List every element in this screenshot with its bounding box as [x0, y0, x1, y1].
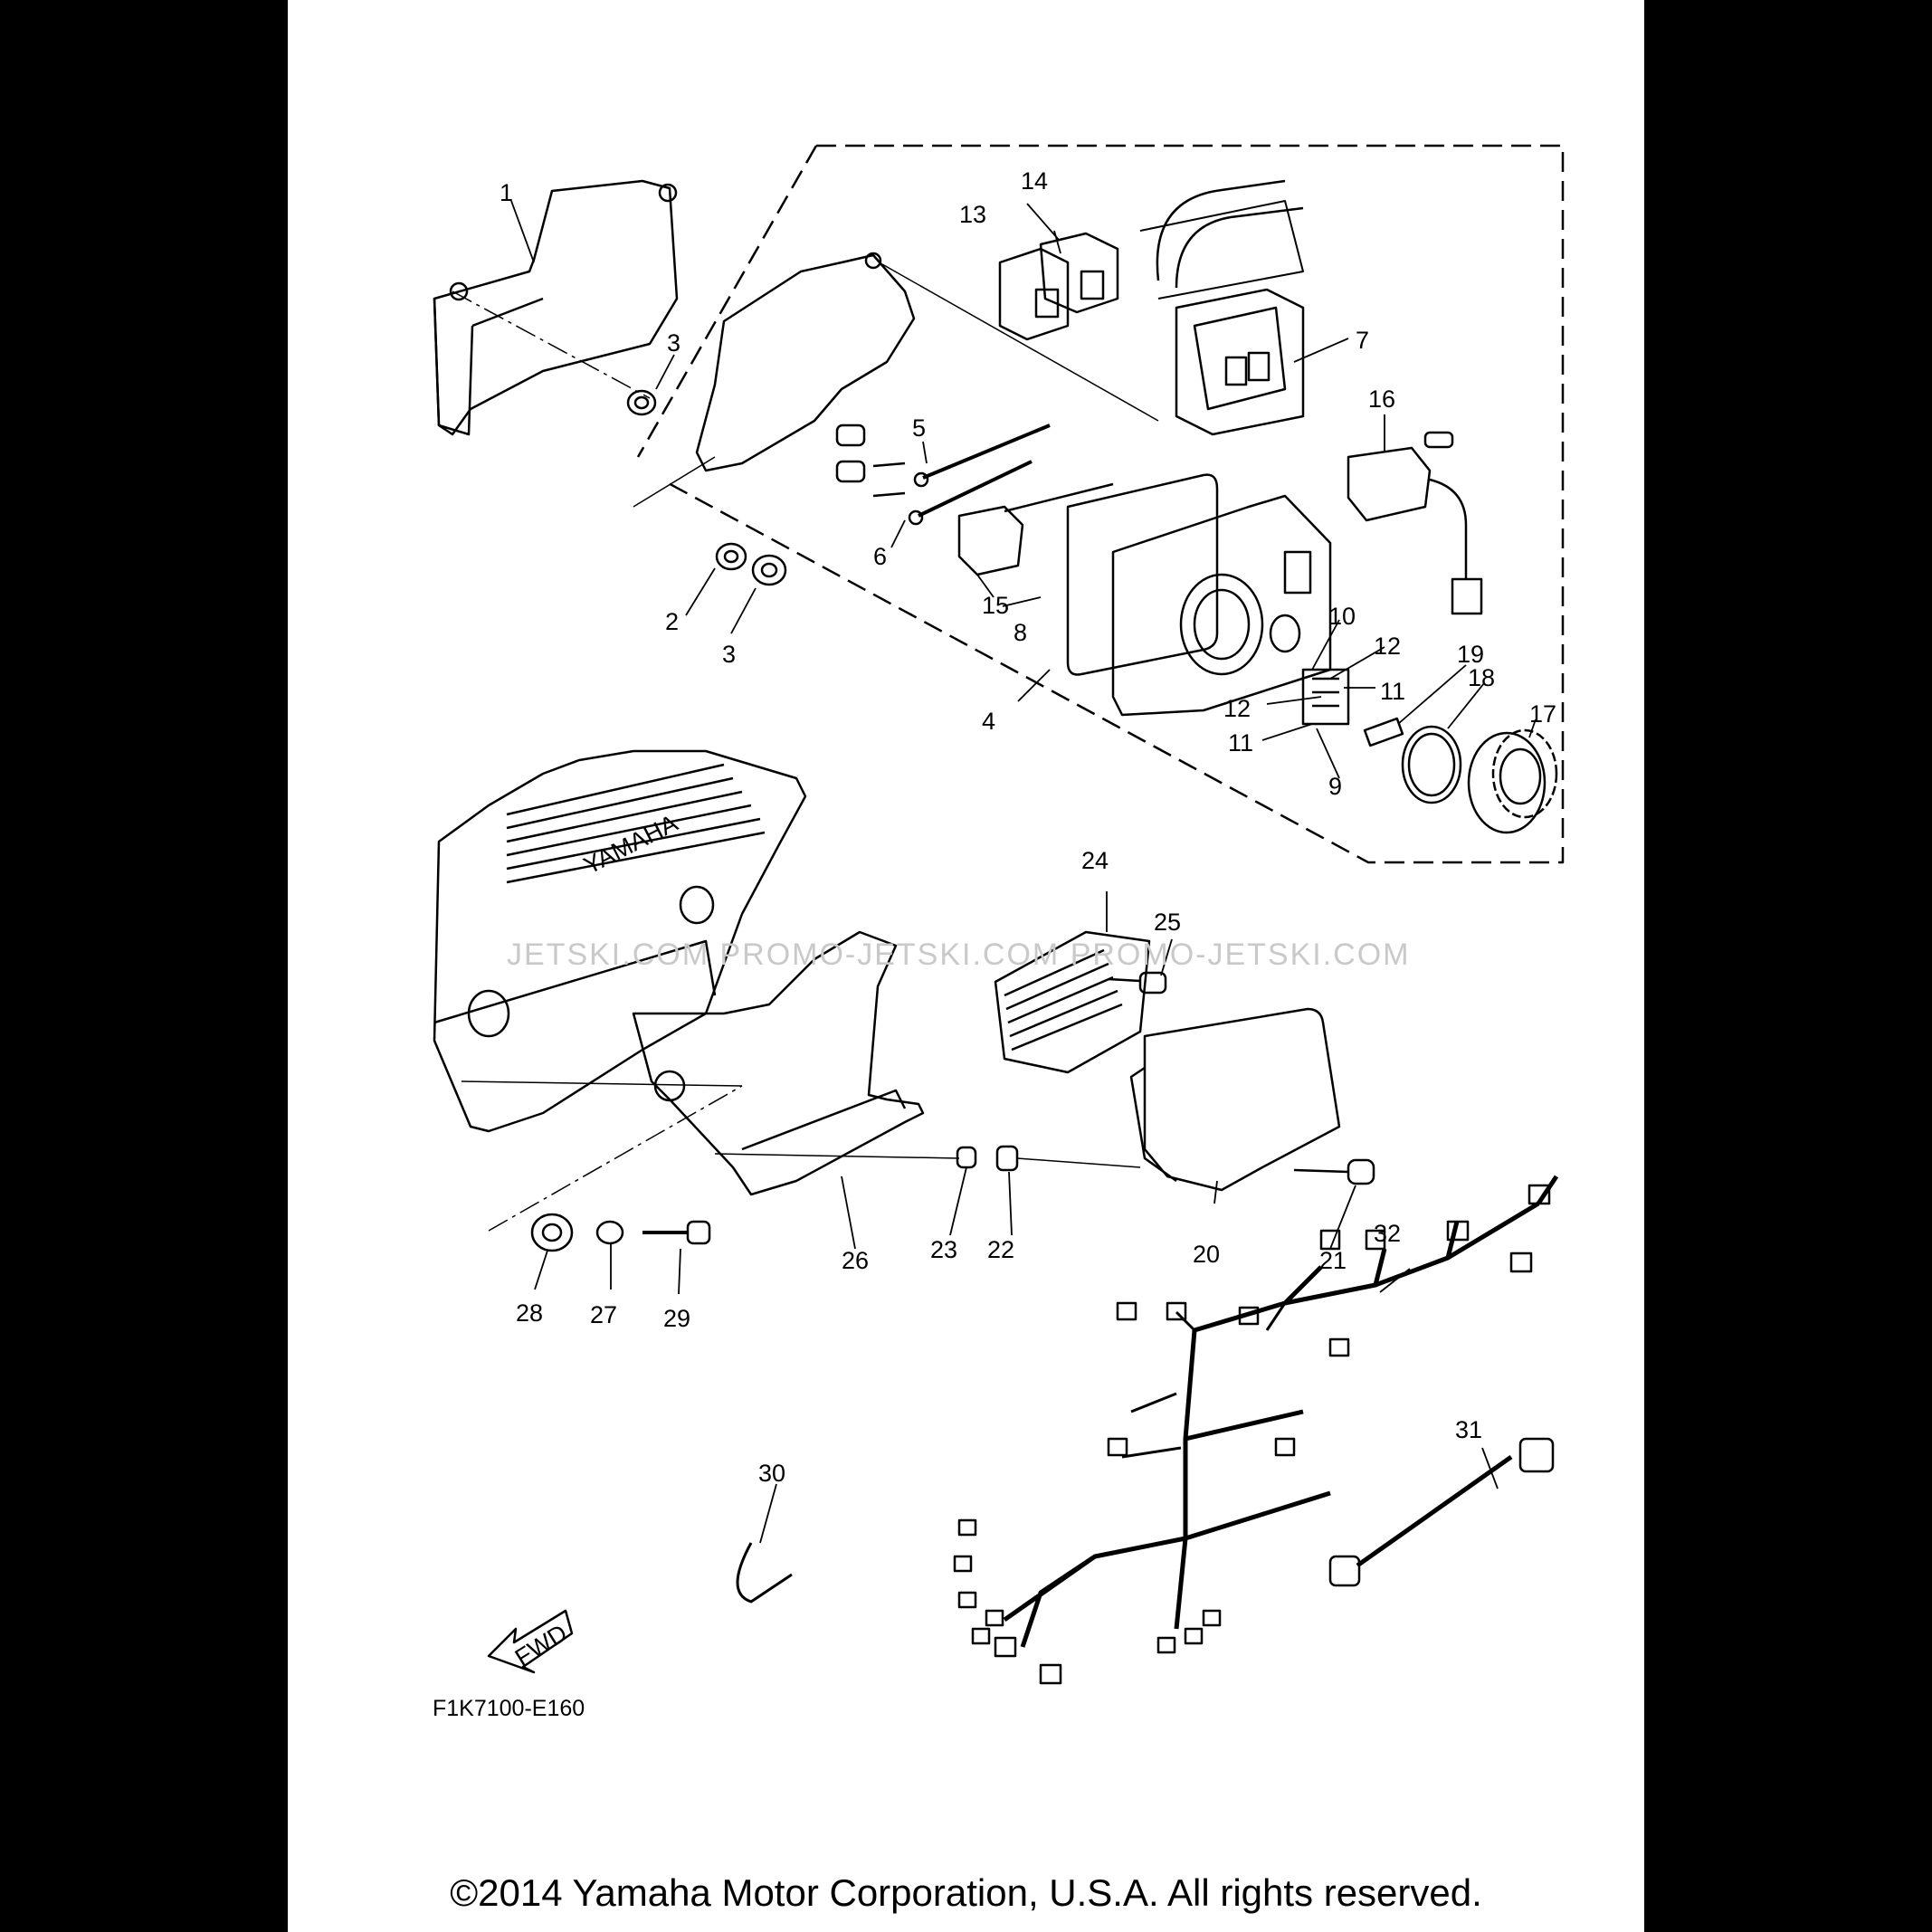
part-5-cable — [913, 424, 1051, 488]
diagram-code: F1K7100-E160 — [433, 1696, 585, 1721]
part-14-relay — [1039, 232, 1119, 314]
part-1-bracket — [433, 179, 679, 436]
callout-9: 9 — [1328, 773, 1342, 800]
callout-21: 21 — [1319, 1247, 1347, 1274]
housing-body — [1111, 494, 1332, 717]
callout-3b: 3 — [722, 641, 736, 668]
callout-27: 27 — [590, 1301, 617, 1328]
watermark: JETSKI.COM PROMO-JETSKI.COM PROMO-JETSKI… — [507, 937, 1411, 972]
callout-26: 26 — [842, 1247, 869, 1274]
callout-1: 1 — [500, 179, 513, 206]
part-13-relay — [998, 247, 1070, 341]
fwd-arrow-icon — [487, 1609, 574, 1674]
callout-11a: 11 — [1380, 678, 1405, 705]
copyright-notice: ©2014 Yamaha Motor Corporation, U.S.A. A… — [450, 1871, 1482, 1914]
callout-6: 6 — [873, 543, 887, 570]
callout-28: 28 — [516, 1299, 543, 1327]
callout-29: 29 — [663, 1305, 690, 1332]
lower-mounting-line — [488, 1085, 743, 1232]
callout-12a: 12 — [1374, 633, 1401, 660]
part-22-grommet — [995, 1145, 1019, 1172]
part-27-collar — [595, 1220, 624, 1245]
leader-lines — [510, 200, 1537, 1544]
callout-5: 5 — [912, 414, 926, 442]
part-28-grommet — [530, 1213, 574, 1252]
engine-head — [433, 749, 807, 1133]
part-31-cable — [1328, 1437, 1555, 1587]
part-8-gasket — [1066, 473, 1219, 676]
part-24-rectifier — [994, 930, 1151, 1074]
engraving-text: YAMAHA — [579, 809, 681, 880]
callout-20: 20 — [1193, 1241, 1220, 1268]
callout-13: 13 — [959, 201, 986, 228]
callout-24: 24 — [1081, 847, 1109, 874]
callout-22: 22 — [987, 1236, 1014, 1263]
ecu-mounting-plate — [633, 252, 1159, 508]
part-6-cable — [908, 460, 1033, 526]
part-21-bolt — [1293, 1158, 1375, 1185]
part-32-main-harness — [953, 1175, 1559, 1685]
callout-4: 4 — [982, 708, 995, 735]
part-20-control-box — [1129, 1007, 1341, 1192]
callout-19: 19 — [1457, 641, 1484, 668]
part-17-cap — [1467, 728, 1558, 834]
part-3-nut-upper — [626, 389, 657, 416]
part-15-sensor — [957, 482, 1114, 576]
part-3-nut-lower — [751, 554, 787, 586]
callout-15: 15 — [982, 592, 1009, 619]
callout-31: 31 — [1455, 1416, 1482, 1443]
sub-assembly-boundary — [636, 144, 1565, 864]
callout-16: 16 — [1368, 385, 1395, 413]
part-16-sensor — [1347, 431, 1483, 615]
callout-25: 25 — [1154, 909, 1181, 936]
part-29-bolt — [642, 1220, 711, 1245]
callout-8: 8 — [1014, 619, 1027, 646]
callout-32: 32 — [1374, 1220, 1401, 1247]
callout-18: 18 — [1468, 664, 1495, 691]
callout-10: 10 — [1328, 603, 1356, 630]
callout-7: 7 — [1356, 327, 1369, 354]
mounting-line — [1016, 1157, 1141, 1168]
part-7-control-unit — [1139, 179, 1305, 436]
part-26-bracket — [632, 930, 960, 1196]
part-25-bolt — [1108, 971, 1167, 995]
callout-23: 23 — [930, 1236, 957, 1263]
part-2-washer — [715, 542, 747, 571]
part-23-collar — [956, 1146, 977, 1169]
part-18-o-ring — [1401, 725, 1462, 804]
callout-11b: 11 — [1228, 729, 1253, 757]
callout-2: 2 — [665, 608, 679, 635]
callout-17: 17 — [1529, 700, 1556, 728]
callout-labels: 1 3 14 13 7 5 16 6 15 8 2 3 4 10 12 19 1… — [500, 167, 1556, 1487]
callout-3a: 3 — [667, 329, 680, 357]
callout-30: 30 — [758, 1460, 785, 1487]
callout-12b: 12 — [1223, 695, 1251, 722]
diagram-sheet — [288, 0, 1644, 1932]
small-bolts — [835, 424, 906, 498]
callout-14: 14 — [1021, 167, 1048, 195]
part-30-cable-tie — [736, 1542, 793, 1604]
part-9-terminal-block — [1301, 668, 1350, 726]
part-19-clip — [1363, 717, 1404, 747]
